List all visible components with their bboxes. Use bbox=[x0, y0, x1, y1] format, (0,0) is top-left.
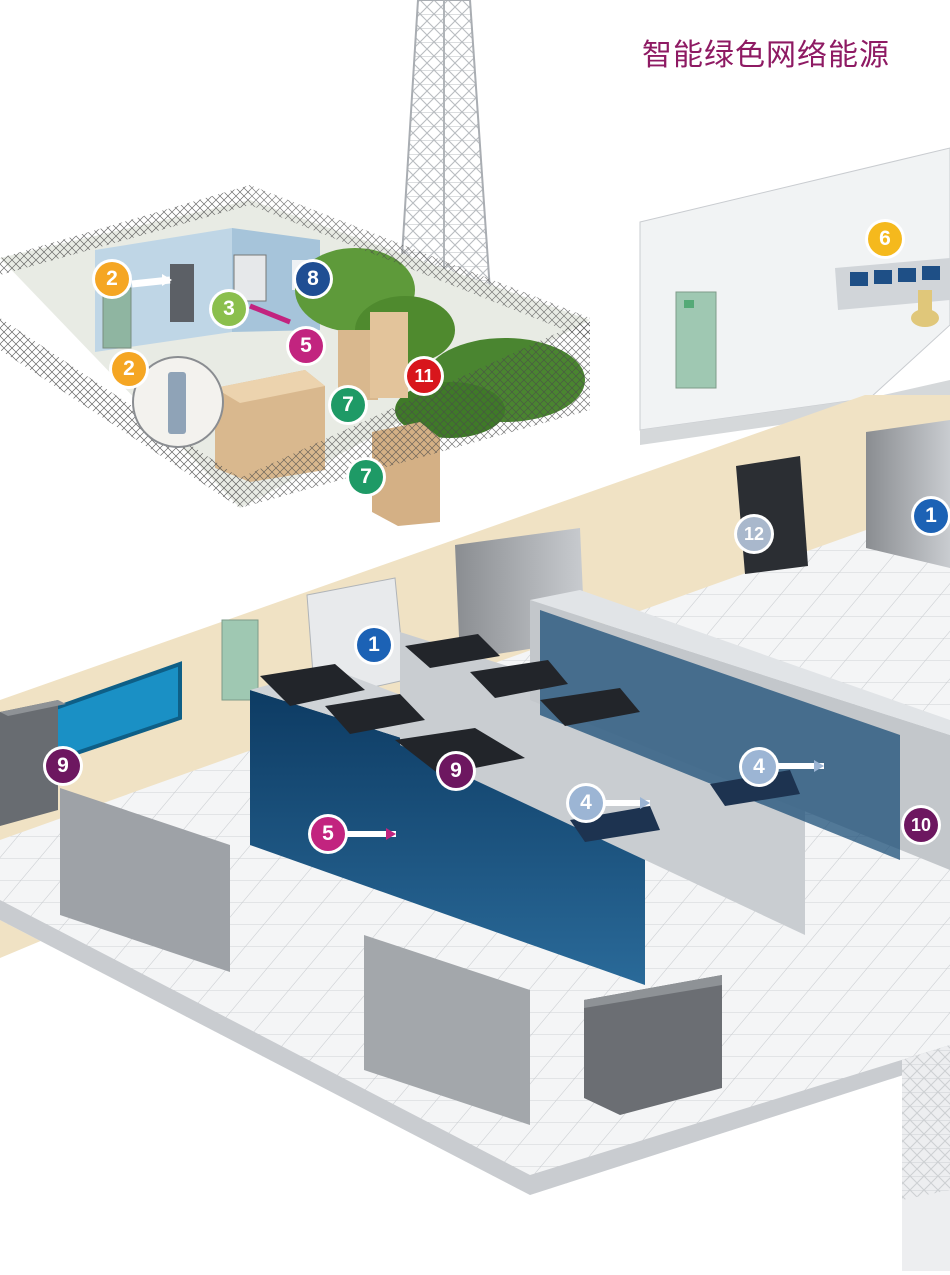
callout-label: 2 bbox=[106, 267, 118, 290]
callout-6: 6 bbox=[868, 222, 902, 256]
callout-label: 5 bbox=[322, 822, 334, 845]
callout-5-room: 5 bbox=[311, 817, 345, 851]
callout-label: 3 bbox=[223, 297, 235, 320]
callout-label: 4 bbox=[580, 791, 592, 814]
callout-4-upper: 4 bbox=[742, 750, 776, 784]
callout-7-lower: 7 bbox=[349, 460, 383, 494]
callout-12: 12 bbox=[737, 517, 771, 551]
callout-11: 11 bbox=[407, 359, 441, 393]
callout-label: 1 bbox=[925, 504, 937, 527]
callout-1-right: 1 bbox=[914, 499, 948, 533]
callout-5-outdoor: 5 bbox=[289, 329, 323, 363]
callout-1-left: 1 bbox=[357, 628, 391, 662]
callout-2-detail: 2 bbox=[112, 352, 146, 386]
callout-9-left: 9 bbox=[46, 749, 80, 783]
callout-label: 5 bbox=[300, 334, 312, 357]
callout-3: 3 bbox=[212, 292, 246, 326]
callout-label: 11 bbox=[414, 366, 434, 386]
callout-label: 2 bbox=[123, 357, 135, 380]
callout-label: 9 bbox=[57, 754, 69, 777]
page-title: 智能绿色网络能源 bbox=[642, 38, 890, 73]
callout-label: 8 bbox=[307, 267, 319, 290]
callout-label: 1 bbox=[368, 633, 380, 656]
callout-label: 4 bbox=[753, 755, 765, 778]
callout-10: 10 bbox=[904, 808, 938, 842]
callout-label: 6 bbox=[879, 227, 891, 250]
callout-label: 9 bbox=[450, 759, 462, 782]
callout-8: 8 bbox=[296, 262, 330, 296]
lower-right-wall bbox=[902, 1045, 950, 1271]
rack-rows bbox=[250, 590, 950, 985]
shelter-building bbox=[95, 228, 320, 352]
callout-label: 7 bbox=[360, 465, 372, 488]
control-room bbox=[639, 147, 950, 445]
callout-7-upper: 7 bbox=[331, 388, 365, 422]
callout-9-center: 9 bbox=[439, 754, 473, 788]
callout-label: 12 bbox=[743, 524, 765, 544]
callout-2-shelter: 2 bbox=[95, 262, 129, 296]
callout-4-lower: 4 bbox=[569, 786, 603, 820]
operator-console bbox=[835, 258, 950, 327]
callout-label: 10 bbox=[910, 815, 932, 835]
callout-label: 7 bbox=[342, 393, 354, 416]
